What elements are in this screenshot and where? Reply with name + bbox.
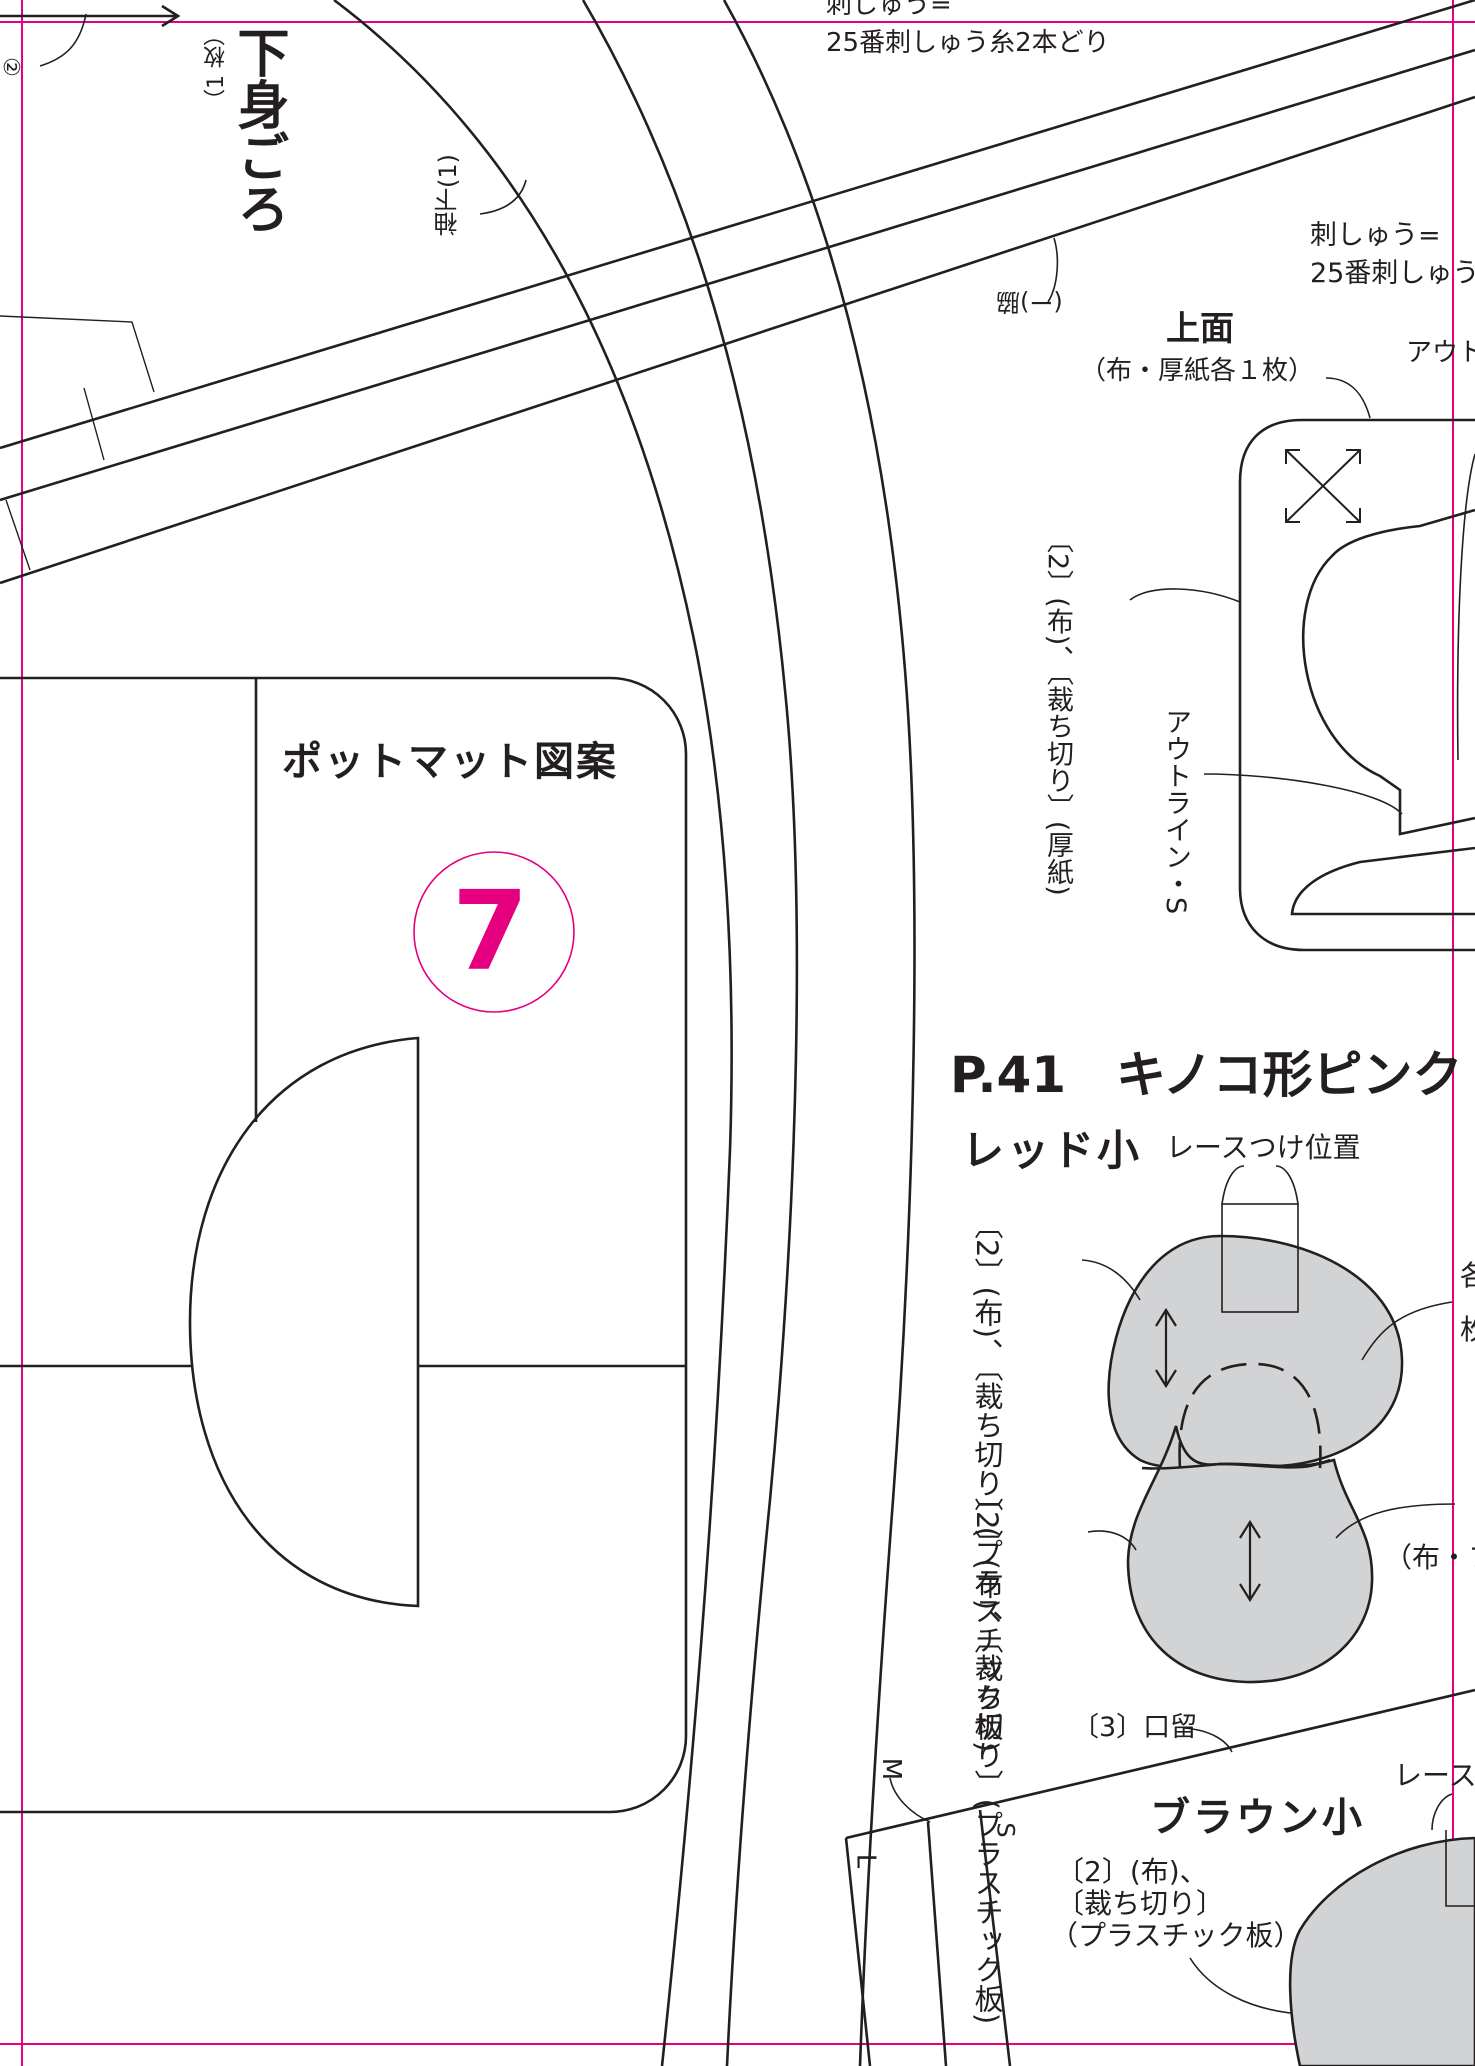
top-panel-pattern [1129, 377, 1475, 952]
stem-side-leader [1335, 1503, 1456, 1539]
cap-side-leader [1361, 1301, 1453, 1361]
side-note-1: 各 [1460, 1259, 1475, 1292]
potmat-pattern-box [0, 676, 688, 1814]
lace-position-label: レースつけ位置 [1166, 1131, 1361, 1164]
size-m-label: M [876, 1757, 907, 1781]
embroidery-note-2b: 25番刺しゅう [1310, 258, 1475, 289]
top-panel-title: 上面 [1166, 309, 1234, 349]
red-small-label: レッド小 [962, 1126, 1143, 1175]
mushroom-brown-small [844, 1688, 1475, 2066]
opening-note: 〔3〕口留 [1072, 1712, 1198, 1743]
brown-note-1: 〔2〕(布)、 [1056, 1855, 1208, 1888]
teapot-shape [1301, 508, 1475, 836]
lower-body-curve [333, 0, 733, 2066]
mushroom-cap [1107, 1234, 1404, 1469]
cap-note: 〔2〕(布)、〔裁ち切り〕(プラスチック板) [970, 1210, 1004, 1753]
lower-body-title: 下身ごろ [228, 26, 289, 234]
side-note-2: 枚 [1460, 1313, 1475, 1346]
grain-cross-arrows-icon [1285, 449, 1361, 523]
side-seam-label: (ー)脇 [996, 288, 1063, 316]
leader-line [39, 13, 87, 67]
pattern-number-badge [413, 851, 575, 1013]
diagonal-line-1 [0, 0, 1475, 450]
p41-heading: P.41 キノコ形ピンク [950, 1046, 1463, 1104]
size-s-label: S [991, 1822, 1020, 1838]
cap-leader [1081, 1259, 1141, 1301]
opening-leader [1183, 1727, 1233, 1753]
lower-body-count: （1 枚） [204, 24, 229, 111]
brown-small-label: ブラウン小 [1150, 1794, 1365, 1841]
half-circle-shape [188, 1036, 420, 1608]
circled-two: ② [0, 57, 23, 77]
sleeve-under-leader [479, 179, 527, 215]
lace-short-label: レース [1394, 1759, 1475, 1792]
embroidery-note-1b: 25番刺しゅう糸2本どり [826, 28, 1110, 58]
arrow-right-icon [0, 4, 181, 28]
count-leader [1325, 377, 1371, 419]
seam-leader [1129, 588, 1241, 603]
stem-leader [1087, 1530, 1137, 1551]
brown-note-leader [1189, 1957, 1301, 2015]
embroidery-note-2: 刺しゅう= [1310, 220, 1441, 251]
stem-note: 〔2〕(布)、〔裁ち切り〕(プラスチック板) [970, 1482, 1004, 2025]
outline-leader [1203, 773, 1403, 815]
side-leader [1047, 237, 1059, 303]
lace-position-box [1221, 1203, 1299, 1313]
mushroom-red-small [1107, 1165, 1404, 1684]
lace-short-leader [1431, 1793, 1453, 1831]
dashed-stitch [1178, 1362, 1322, 1469]
top-panel-seam-note: 〔2〕(布)、〔裁ち切り〕(厚紙) [1042, 526, 1073, 896]
sleeve-under-label: 袖下(1) [434, 154, 462, 236]
sleeve-curve-2 [722, 0, 916, 2066]
sleeve-curve-1 [581, 0, 799, 2066]
size-l-label: L [850, 1853, 881, 1869]
potmat-title: ポットマット図案 [282, 738, 618, 785]
outline-top-label: アウト [1406, 338, 1475, 368]
brown-note-3: （プラスチック板） [1050, 1919, 1302, 1952]
size-m-leader [889, 1777, 931, 1823]
pattern-number: 7 [452, 867, 529, 995]
top-panel-count: （布・厚紙各１枚） [1080, 356, 1315, 386]
thin-pattern-line [0, 315, 155, 393]
outline-stitch-label: アウトライン・S [1160, 708, 1191, 915]
brown-note-2: 〔裁ち切り〕 [1056, 1887, 1225, 1920]
embroidery-note-1: 刺しゅう= [826, 0, 952, 20]
cloth-note: （布・フ [1384, 1541, 1475, 1574]
diagonal-line-3 [0, 95, 1475, 585]
diagonal-line-2 [0, 48, 1475, 502]
